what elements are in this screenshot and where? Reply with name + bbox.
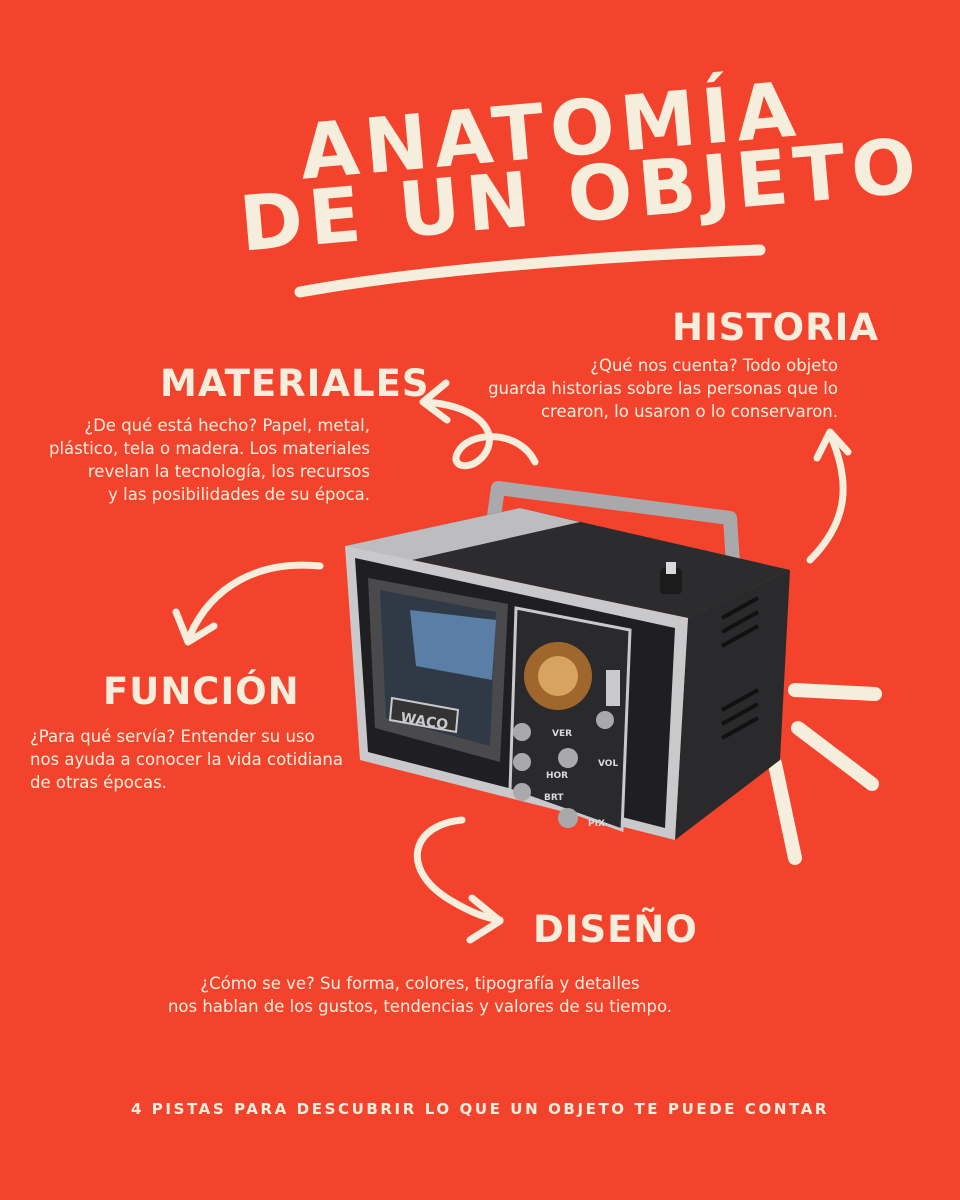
text-historia: ¿Qué nos cuenta? Todo objeto guarda hist… — [488, 354, 838, 423]
materiales-line: revelan la tecnología, los recursos — [87, 462, 370, 481]
funcion-line: nos ayuda a conocer la vida cotidiana — [30, 750, 343, 769]
funcion-line: ¿Para qué servía? Entender su uso — [30, 727, 315, 746]
text-diseno: ¿Cómo se ve? Su forma, colores, tipograf… — [160, 972, 680, 1018]
heading-diseno: DISEÑO — [533, 908, 698, 951]
funcion-line: de otras épocas. — [30, 773, 167, 792]
tv-label-ver: VER — [552, 729, 572, 739]
tv-label-vol: VOL — [598, 759, 618, 769]
tv-brand-label: WACO — [399, 710, 449, 733]
text-funcion: ¿Para qué servía? Entender su uso nos ay… — [30, 725, 343, 794]
historia-line: crearon, lo usaron o lo conservaron. — [540, 402, 838, 421]
tv-label-hor: HOR — [546, 771, 568, 781]
arrow-materiales-icon — [419, 379, 539, 470]
text-materiales: ¿De qué está hecho? Papel, metal, plásti… — [49, 414, 370, 506]
heading-historia: HISTORIA — [672, 306, 879, 349]
arrow-funcion-icon — [172, 561, 324, 646]
sparkle-strokes — [768, 683, 882, 865]
materiales-line: ¿De qué está hecho? Papel, metal, — [84, 416, 370, 435]
diseno-line: nos hablan de los gustos, tendencias y v… — [167, 997, 673, 1016]
footer-tagline: 4 PISTAS PARA DESCUBRIR LO QUE UN OBJETO… — [130, 1100, 830, 1118]
tv-label-brt: BRT — [544, 793, 564, 803]
tv-label-pix: PIX — [588, 819, 605, 829]
heading-materiales: MATERIALES — [160, 362, 430, 405]
arrow-historia-icon — [806, 428, 852, 564]
materiales-line: plástico, tela o madera. Los materiales — [48, 439, 370, 458]
heading-funcion: FUNCIÓN — [103, 670, 300, 713]
arrow-diseno-icon — [413, 816, 504, 944]
vintage-tv-image: WACO VER HOR BRT VOL PIX — [345, 481, 790, 840]
title-underline — [294, 244, 766, 298]
diseno-line: ¿Cómo se ve? Su forma, colores, tipograf… — [200, 974, 640, 993]
historia-line: guarda historias sobre las personas que … — [488, 379, 838, 398]
materiales-line: y las posibilidades de su época. — [108, 485, 370, 504]
historia-line: ¿Qué nos cuenta? Todo objeto — [590, 356, 838, 375]
